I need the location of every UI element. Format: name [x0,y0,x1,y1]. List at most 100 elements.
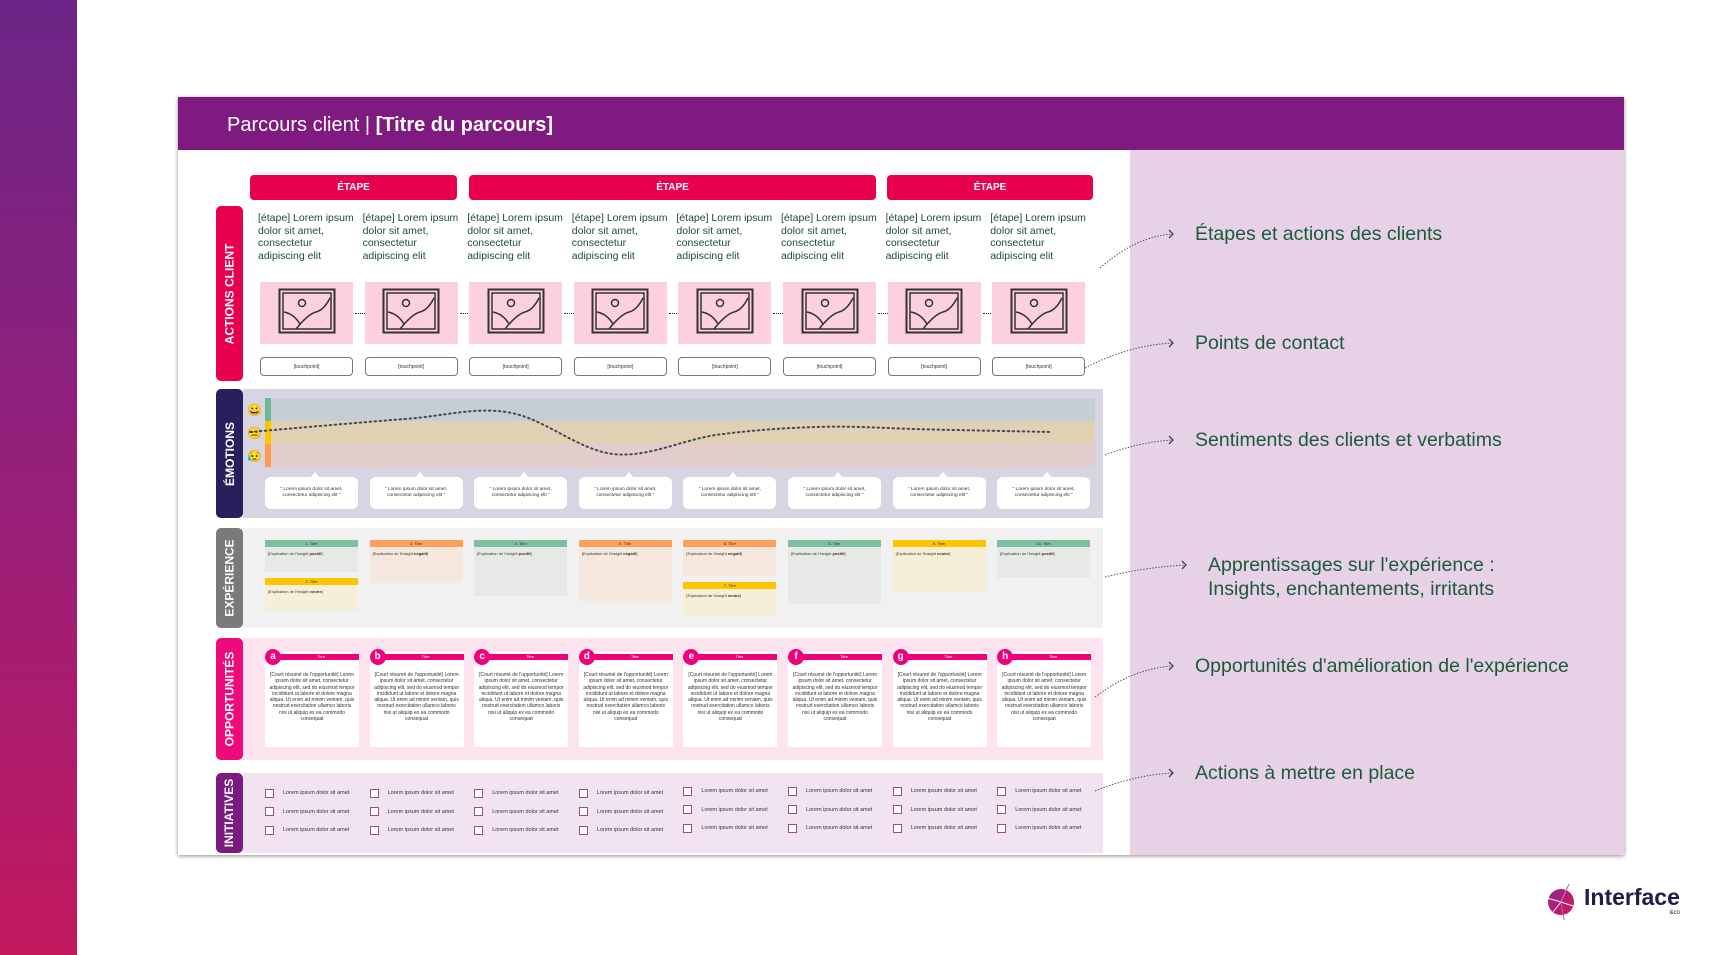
legend-label: Points de contact [1195,331,1345,355]
journey-map-slide: Parcours client | [Titre du parcours] ÉT… [178,97,1624,855]
opportunity-title-bar [273,654,359,660]
initiative-item[interactable]: Lorem ipsum dolor sit amet [997,805,1082,815]
initiative-item[interactable]: Lorem ipsum dolor sit amet [474,825,559,835]
checkbox[interactable] [788,786,797,796]
touchpoint-box: [touchpoint] [469,357,563,376]
touchpoint-box: [touchpoint] [887,357,981,376]
initiative-text: Lorem ipsum dolor sit amet [283,790,350,796]
image-placeholder-icon [1010,288,1068,339]
connector-arrow-icon [1104,435,1174,456]
insight-text-end: ] [844,551,846,556]
verbatim-bubble: “ Lorem ipsum dolor sit amet, consectetu… [578,472,672,509]
initiative-item[interactable]: Lorem ipsum dolor sit amet [369,788,454,798]
checkbox[interactable] [369,825,379,835]
checkbox[interactable] [683,823,693,833]
checkbox[interactable] [892,805,902,814]
legend-line: Apprentissages sur l'expérience : [1208,554,1495,576]
initiative-item[interactable]: Lorem ipsum dolor sit amet [683,823,768,833]
initiative-item[interactable]: Lorem ipsum dolor sit amet [892,786,977,796]
checkbox[interactable] [578,788,588,798]
verbatim-bubble: “ Lorem ipsum dolor sit amet, consectetu… [369,472,463,509]
legend-line: Points de contact [1195,332,1345,354]
touchpoint-image [887,282,981,344]
initiative-item[interactable]: Lorem ipsum dolor sit amet [683,786,768,796]
touchpoint-box: [touchpoint] [573,357,667,376]
checkbox[interactable] [892,786,902,796]
opportunity-title-bar [900,654,987,660]
checkbox[interactable] [997,805,1007,814]
initiative-item[interactable]: Lorem ipsum dolor sit amet [683,805,768,815]
checkbox[interactable] [474,788,484,798]
insight-text-start: [Explication de l'insight [686,593,728,598]
initiative-item[interactable]: Lorem ipsum dolor sit amet [578,825,663,835]
insight-card: 8. Titre[Explication de l'insight positi… [788,540,881,604]
initiative-item[interactable]: Lorem ipsum dolor sit amet [474,807,559,817]
checkbox[interactable] [997,823,1007,833]
insight-title: 2. Titre [265,578,358,585]
initiative-item[interactable]: Lorem ipsum dolor sit amet [788,786,872,796]
initiative-item[interactable]: Lorem ipsum dolor sit amet [474,788,559,798]
touchpoint-image [678,282,772,344]
emotion-curve [249,409,1054,456]
initiative-item[interactable]: Lorem ipsum dolor sit amet [892,823,977,833]
initiative-text: Lorem ipsum dolor sit amet [806,825,873,831]
insight-text: [Explication de l'insight positif] [997,547,1090,560]
checkbox[interactable] [474,825,484,835]
initiative-item[interactable]: Lorem ipsum dolor sit amet [578,807,664,817]
insight-type: neutre [937,551,950,556]
initiative-item[interactable]: Lorem ipsum dolor sit amet [265,807,349,817]
touchpoint-image [260,282,353,344]
touchpoint-box: [touchpoint] [783,357,876,376]
checkbox[interactable] [265,807,274,816]
checkbox[interactable] [997,786,1007,796]
initiative-item[interactable]: Lorem ipsum dolor sit amet [788,823,872,833]
image-placeholder-icon [278,288,336,339]
initiative-item[interactable]: Lorem ipsum dolor sit amet [788,805,872,815]
initiative-text: Lorem ipsum dolor sit amet [701,806,768,813]
checkbox[interactable] [578,807,588,816]
insight-type: positif [309,551,322,556]
initiative-item[interactable]: Lorem ipsum dolor sit amet [369,807,454,817]
initiative-item[interactable]: Lorem ipsum dolor sit amet [997,786,1082,796]
checkbox[interactable] [683,786,693,796]
checkbox[interactable] [578,825,588,835]
initiative-text: Lorem ipsum dolor sit amet [387,808,454,815]
checkbox[interactable] [892,823,902,833]
insight-text-end: ] [530,551,532,556]
checkbox[interactable] [474,807,484,816]
legend-label: Étapes et actions des clients [1195,222,1442,246]
emotion-scale-marker [265,398,271,421]
checkbox[interactable] [788,823,797,833]
action-text: [étape] Lorem ipsum dolor sit amet, cons… [781,212,877,262]
initiative-text: Lorem ipsum dolor sit amet [387,827,454,833]
initiative-text: Lorem ipsum dolor sit amet [596,808,664,815]
checkbox[interactable] [265,788,274,798]
initiative-item[interactable]: Lorem ipsum dolor sit amet [578,788,663,798]
journey-title: [Titre du parcours] [375,114,554,136]
row-label-text: ÉMOTIONS [222,421,237,486]
insight-text: [Explication de l'insight négatif] [683,547,776,560]
initiative-item[interactable]: Lorem ipsum dolor sit amet [265,788,349,798]
opportunity-title-bar [796,654,882,660]
checkbox[interactable] [788,805,797,814]
legend-line: Actions à mettre en place [1195,762,1416,784]
initiative-item[interactable]: Lorem ipsum dolor sit amet [997,823,1082,833]
opportunity-text: [Court résumé de l'opportunité] Lorem ip… [1001,672,1087,723]
checkbox[interactable] [265,825,274,835]
checkbox[interactable] [369,807,379,816]
opportunity-text: [Court résumé de l'opportunité] Lorem ip… [792,672,878,723]
row-label-text: ACTIONS CLIENT [222,243,237,344]
initiative-item[interactable]: Lorem ipsum dolor sit amet [265,825,349,835]
opportunity-title-bar [377,654,464,660]
initiative-item[interactable]: Lorem ipsum dolor sit amet [892,805,977,815]
opportunity-title: Titre [735,654,744,659]
checkbox[interactable] [369,788,379,798]
insight-text: [Explication de l'insight négatif] [579,547,672,560]
initiative-item[interactable]: Lorem ipsum dolor sit amet [369,825,454,835]
checkbox[interactable] [683,805,693,814]
insight-title: 6. Titre [683,540,777,547]
image-placeholder-icon [591,288,649,339]
